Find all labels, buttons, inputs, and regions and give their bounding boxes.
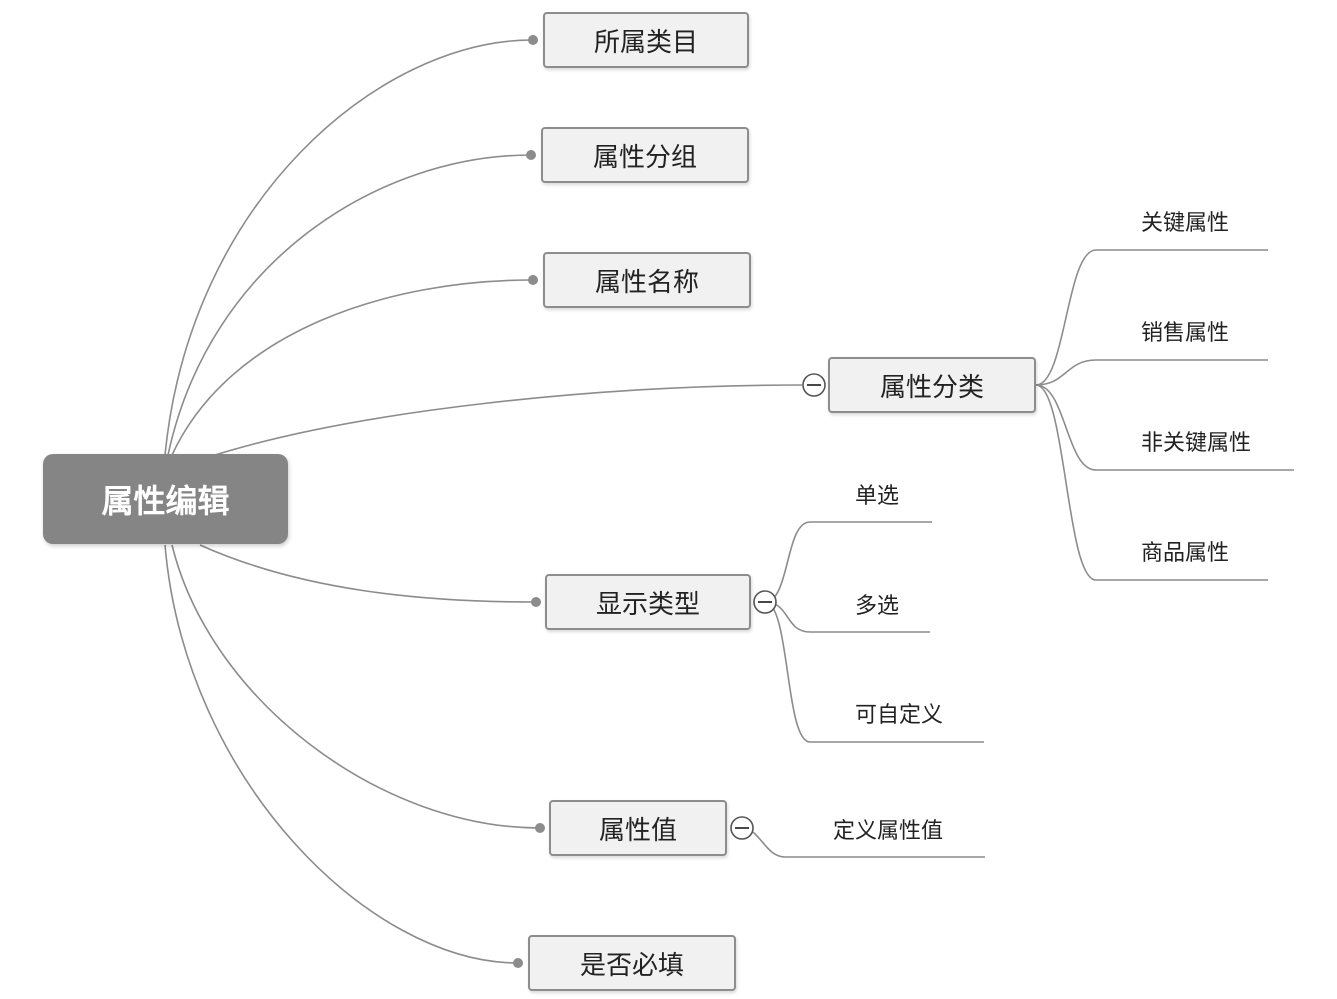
dot-name [528,275,538,285]
link-goods-attr [1035,384,1268,581]
collapse-toggle-classification[interactable] [802,373,826,397]
branch-label: 是否必填 [579,950,684,981]
link-display-type [199,544,536,603]
dot-display-type [531,597,541,607]
dot-value [535,823,545,833]
link-single [764,521,932,603]
root-node-label: 属性编辑 [101,482,230,520]
branch-label: 属性分类 [879,372,984,403]
branch-node-group[interactable]: 属性分组 [541,127,749,183]
branch-label: 属性名称 [594,267,699,298]
leaf-multi-select[interactable]: 多选 [855,594,900,619]
branch-node-category[interactable]: 所属类目 [543,12,749,68]
leaf-customizable[interactable]: 可自定义 [855,703,944,728]
branch-node-value[interactable]: 属性值 [549,800,727,856]
branch-node-classification[interactable]: 属性分类 [828,357,1036,413]
branch-node-required[interactable]: 是否必填 [528,935,736,991]
leaf-key-attr[interactable]: 关键属性 [1141,211,1230,236]
dot-required [513,958,523,968]
leaf-define-value[interactable]: 定义属性值 [833,819,944,844]
branch-label: 属性值 [598,815,677,846]
link-name [171,279,533,456]
root-node[interactable]: 属性编辑 [43,454,288,544]
link-key-attr [1035,249,1268,386]
link-nonkey-attr [1035,384,1294,471]
link-required [164,544,519,964]
link-value [171,544,541,829]
link-multi [764,601,930,633]
branch-label: 属性分组 [592,142,697,173]
leaf-nonkey-attr[interactable]: 非关键属性 [1141,431,1252,456]
dot-group [526,150,536,160]
branch-node-display-type[interactable]: 显示类型 [545,574,751,630]
dot-category [528,35,538,45]
link-sale-attr [1035,359,1268,386]
leaf-single-select[interactable]: 单选 [855,484,900,509]
collapse-toggle-value[interactable] [730,816,754,840]
leaf-sale-attr[interactable]: 销售属性 [1141,321,1230,346]
leaf-goods-attr[interactable]: 商品属性 [1141,541,1230,566]
branch-node-name[interactable]: 属性名称 [543,252,751,308]
link-classification [214,384,803,456]
collapse-toggle-display-type[interactable] [753,590,777,614]
branch-label: 显示类型 [595,589,700,620]
branch-label: 所属类目 [593,27,698,58]
link-category [164,39,533,456]
link-group [167,154,532,456]
